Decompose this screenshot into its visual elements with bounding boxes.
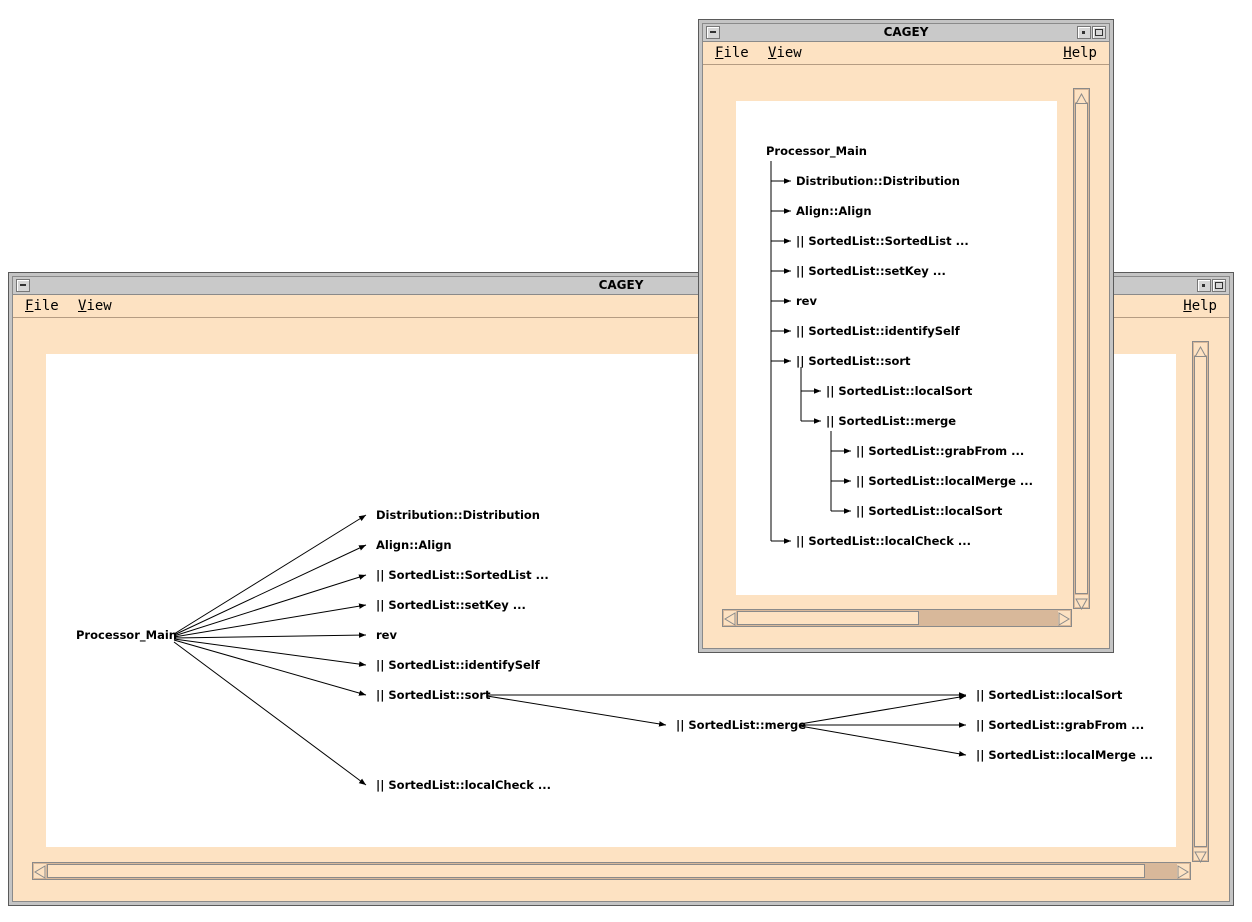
node-localcheck[interactable]: || SortedList::localCheck ...: [376, 778, 551, 792]
menu-help[interactable]: Help: [1183, 298, 1217, 314]
vertical-scroll-thumb[interactable]: [1194, 356, 1207, 847]
scroll-up-arrow-icon[interactable]: [1075, 90, 1088, 105]
horizontal-scrollbar[interactable]: [32, 862, 1191, 880]
window-title: CAGEY: [883, 25, 929, 39]
tree-node-identifyself[interactable]: || SortedList::identifySelf: [796, 324, 960, 338]
tree-node-processor-main[interactable]: Processor_Main: [766, 144, 867, 158]
menu-help[interactable]: Help: [1063, 45, 1097, 61]
horizontal-scrollbar[interactable]: [722, 609, 1072, 627]
edge-main-localcheck: [173, 641, 367, 786]
vertical-scrollbar[interactable]: [1192, 341, 1209, 864]
tree-node-setkey[interactable]: || SortedList::setKey ...: [796, 264, 946, 278]
node-identifyself[interactable]: || SortedList::identifySelf: [376, 658, 540, 672]
vertical-scrollbar[interactable]: [1073, 88, 1090, 611]
cagey-window-tree: CAGEY File View Help: [698, 19, 1114, 653]
menu-bar: File View Help: [703, 42, 1109, 65]
node-localsort[interactable]: || SortedList::localSort: [976, 688, 1123, 702]
edge-main-identify: [173, 638, 367, 667]
menu-file[interactable]: File: [25, 298, 59, 314]
edge-main-distribution: [173, 514, 367, 635]
node-rev[interactable]: rev: [376, 628, 397, 642]
edge-main-setkey: [173, 603, 367, 638]
window-menu-icon: [710, 31, 716, 33]
node-localmerge[interactable]: || SortedList::localMerge ...: [976, 748, 1154, 762]
tree-node-localsort2[interactable]: || SortedList::localSort: [856, 504, 1003, 518]
scroll-down-arrow-icon[interactable]: [1075, 595, 1088, 611]
horizontal-scroll-thumb[interactable]: [47, 864, 1145, 878]
tree-node-grabfrom[interactable]: || SortedList::grabFrom ...: [856, 444, 1025, 458]
minimize-icon: [1202, 284, 1205, 287]
tree-node-rev[interactable]: rev: [796, 294, 817, 308]
scroll-right-arrow-icon[interactable]: [1058, 611, 1070, 626]
maximize-icon: [1095, 29, 1103, 36]
edge-main-align: [173, 544, 367, 636]
tree-node-align[interactable]: Align::Align: [796, 204, 872, 218]
maximize-button[interactable]: [1212, 279, 1226, 292]
node-sortedlist-ctor[interactable]: || SortedList::SortedList ...: [376, 568, 549, 582]
title-bar[interactable]: CAGEY: [703, 24, 1109, 42]
tree-node-merge[interactable]: || SortedList::merge: [826, 414, 957, 428]
edge-merge-localmerge: [799, 725, 967, 757]
window-menu-button[interactable]: [16, 279, 30, 292]
minimize-button[interactable]: [1197, 279, 1211, 292]
tree-edges: [770, 161, 851, 544]
node-setkey[interactable]: || SortedList::setKey ...: [376, 598, 526, 612]
node-grabfrom[interactable]: || SortedList::grabFrom ...: [976, 718, 1145, 732]
minimize-icon: [1082, 31, 1085, 34]
scroll-right-arrow-icon[interactable]: [1177, 864, 1189, 879]
edge-merge-localsort: [799, 694, 967, 725]
edge-main-rev: [173, 632, 367, 639]
maximize-button[interactable]: [1092, 26, 1106, 39]
window-menu-button[interactable]: [706, 26, 720, 39]
tree-node-localcheck[interactable]: || SortedList::localCheck ...: [796, 534, 971, 548]
edge-main-sort: [173, 639, 367, 696]
menu-view[interactable]: View: [768, 45, 802, 61]
tree-node-localmerge[interactable]: || SortedList::localMerge ...: [856, 474, 1034, 488]
node-processor-main[interactable]: Processor_Main: [76, 628, 177, 642]
node-distribution[interactable]: Distribution::Distribution: [376, 508, 540, 522]
window-title: CAGEY: [598, 278, 644, 292]
horizontal-scroll-thumb[interactable]: [737, 611, 919, 625]
scroll-left-arrow-icon[interactable]: [724, 611, 736, 626]
scroll-up-arrow-icon[interactable]: [1194, 343, 1207, 358]
edge-sort-merge: [486, 695, 667, 727]
node-align[interactable]: Align::Align: [376, 538, 452, 552]
call-graph-edges: [173, 514, 967, 786]
tree-node-sortedlist-ctor[interactable]: || SortedList::SortedList ...: [796, 234, 969, 248]
vertical-scroll-thumb[interactable]: [1075, 103, 1088, 594]
tree-canvas: Processor_Main Distribution::Distributio…: [736, 101, 1057, 595]
window-menu-icon: [20, 284, 26, 286]
tree-node-localsort[interactable]: || SortedList::localSort: [826, 384, 973, 398]
minimize-button[interactable]: [1077, 26, 1091, 39]
edge-main-sortedlist: [173, 574, 367, 637]
maximize-icon: [1215, 282, 1223, 289]
menu-file[interactable]: File: [715, 45, 749, 61]
node-merge[interactable]: || SortedList::merge: [676, 718, 807, 732]
scroll-down-arrow-icon[interactable]: [1194, 848, 1207, 864]
tree-node-distribution[interactable]: Distribution::Distribution: [796, 174, 960, 188]
node-sort[interactable]: || SortedList::sort: [376, 688, 491, 702]
tree-node-sort[interactable]: || SortedList::sort: [796, 354, 911, 368]
scroll-left-arrow-icon[interactable]: [34, 864, 46, 879]
menu-view[interactable]: View: [78, 298, 112, 314]
